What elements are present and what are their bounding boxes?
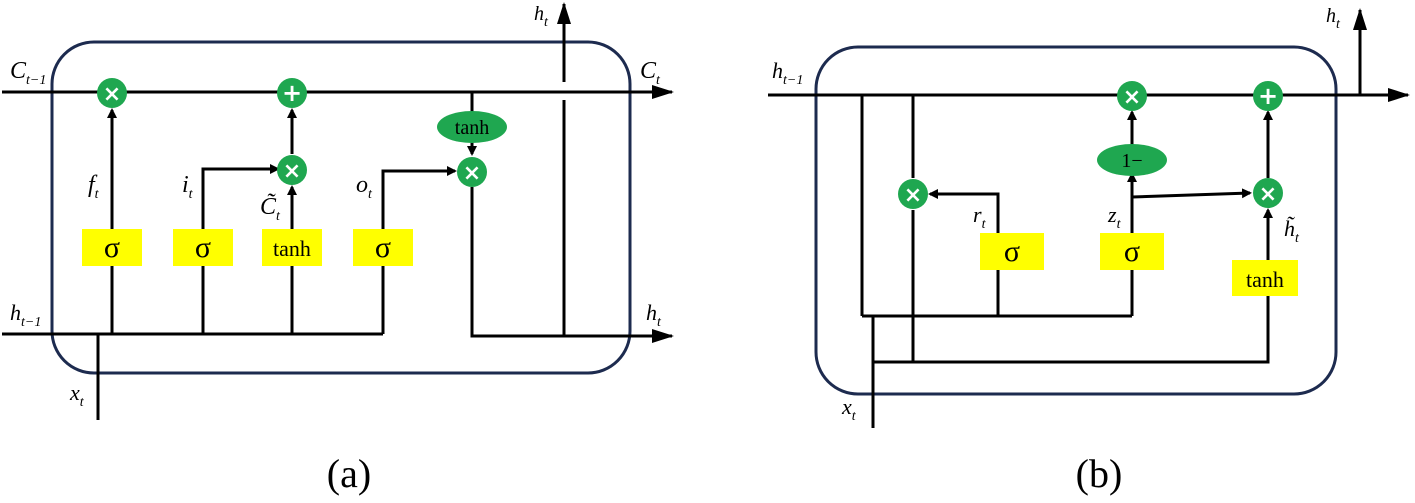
candidate-tanh-label: tanh: [1246, 267, 1284, 292]
c-prev-label: Ct−1: [10, 58, 46, 88]
input-gate-label: it: [182, 172, 194, 202]
candidate-tanh-box: [262, 229, 322, 266]
reset-multiply-node: [898, 179, 928, 209]
update-sigma-box: [1100, 233, 1164, 270]
reset-multiply-symbol: ×: [904, 183, 922, 208]
lstm-cell-panel: σ σ tanh σ × + × × tanh Ct−1 Ct ht ht−1 …: [2, 2, 674, 496]
h-prev-label: ht−1: [772, 58, 803, 88]
output-multiply-symbol: ×: [463, 161, 481, 186]
one-minus-oval: [1097, 144, 1167, 176]
panel-b-caption: (b): [1076, 451, 1123, 496]
x-input-label: xt: [841, 394, 857, 424]
cell-add-symbol: +: [282, 79, 302, 107]
reset-sigma-label: σ: [1004, 235, 1020, 268]
candidate-tanh-box: [1232, 260, 1298, 296]
hidden-output-path: [470, 187, 674, 343]
candidate-tanh-label: tanh: [273, 236, 311, 261]
input-sigma-label: σ: [195, 231, 211, 264]
forget-multiply-node: [97, 78, 127, 108]
candidate-label: C̃t: [260, 193, 281, 224]
h-top-label: ht: [534, 3, 549, 30]
output-gate-label: ot: [356, 172, 373, 202]
one-minus-label: 1−: [1121, 150, 1142, 172]
output-multiply-node: [457, 157, 487, 187]
c-next-label: Ct: [640, 58, 661, 88]
h-out-label: ht: [646, 300, 662, 330]
forget-multiply-symbol: ×: [103, 82, 121, 107]
gru-cell-frame: [814, 45, 1338, 396]
x-input-label: xt: [69, 380, 85, 410]
candidate-multiply-node: [1253, 178, 1283, 208]
h-prev-label: ht−1: [10, 300, 41, 330]
update-multiply-node: [1117, 81, 1147, 111]
output-gate-path: [381, 166, 457, 334]
reset-gate-path: [928, 189, 1000, 316]
candidate-input-bus: [873, 296, 1270, 364]
cell-tanh-oval: [437, 111, 507, 143]
input-multiply-symbol: ×: [283, 159, 301, 184]
reset-sigma-box: [980, 233, 1044, 270]
output-add-node: [1253, 81, 1283, 111]
candidate-label: h̃t: [1284, 216, 1300, 246]
h-top-label: ht: [1326, 5, 1341, 32]
panel-a-caption: (a): [327, 451, 371, 496]
output-add-symbol: +: [1258, 82, 1278, 110]
input-gate-path: [201, 164, 280, 334]
gru-cell-panel: σ σ tanh × × + × 1− ht−1 ht xt rt zt h̃t…: [768, 5, 1410, 496]
candidate-multiply-symbol: ×: [1259, 182, 1277, 207]
lstm-cell-frame: [50, 40, 632, 375]
update-gate-label: zt: [1107, 202, 1122, 232]
output-sigma-label: σ: [375, 231, 391, 264]
cell-tanh-oval-label: tanh: [455, 117, 489, 139]
forget-sigma-label: σ: [104, 231, 120, 264]
update-multiply-symbol: ×: [1123, 85, 1141, 110]
input-multiply-node: [277, 155, 307, 185]
update-sigma-label: σ: [1124, 235, 1140, 268]
update-to-candidate-mult-path: [1131, 188, 1252, 199]
cell-add-node: [277, 78, 307, 108]
forget-gate-label: ft: [88, 172, 100, 202]
input-sigma-box: [173, 229, 233, 266]
forget-sigma-box: [82, 229, 142, 266]
output-sigma-box: [353, 229, 413, 266]
reset-gate-label: rt: [973, 202, 987, 232]
